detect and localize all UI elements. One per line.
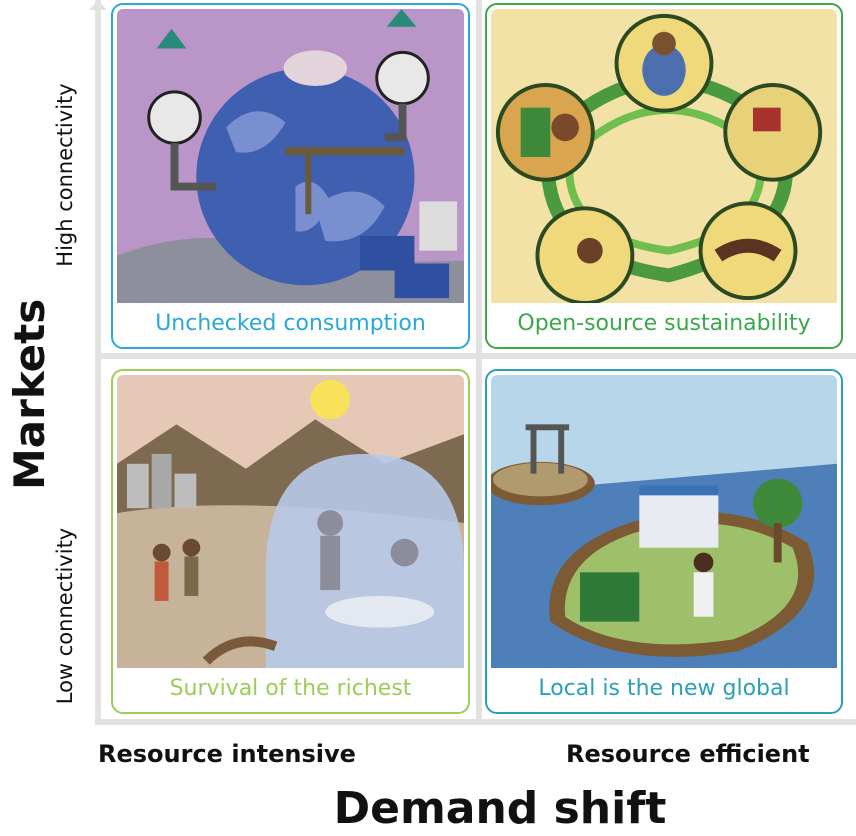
quadrant-local-is-the-new-global: Local is the new global — [485, 369, 843, 714]
y-axis-top-label: High connectivity — [53, 83, 77, 267]
quadrant-unchecked-consumption: Unchecked consumption — [111, 3, 470, 349]
illustration-local-is-the-new-global — [491, 375, 837, 668]
caption-local-is-the-new-global: Local is the new global — [538, 676, 790, 701]
y-axis-title: Markets — [5, 298, 54, 490]
y-axis-bottom-label: Low connectivity — [53, 527, 77, 705]
horizontal-divider — [101, 353, 856, 359]
y-axis-line — [95, 0, 101, 725]
x-axis-title: Demand shift — [333, 783, 667, 834]
illustration-unchecked-consumption — [117, 9, 464, 303]
x-axis-left-label: Resource intensive — [98, 740, 356, 768]
x-axis-right-label: Resource efficient — [566, 740, 810, 768]
y-axis-arrow — [89, 0, 107, 10]
x-axis-line — [95, 719, 856, 725]
illustration-open-source-sustainability — [491, 9, 837, 303]
illustration-survival-of-the-richest — [117, 375, 464, 668]
vertical-divider — [476, 0, 482, 719]
quadrant-open-source-sustainability: Open-source sustainability — [485, 3, 843, 349]
quadrant-survival-of-the-richest: Survival of the richest — [111, 369, 470, 714]
caption-open-source-sustainability: Open-source sustainability — [517, 311, 811, 336]
caption-survival-of-the-richest: Survival of the richest — [169, 676, 412, 701]
caption-unchecked-consumption: Unchecked consumption — [155, 311, 426, 336]
